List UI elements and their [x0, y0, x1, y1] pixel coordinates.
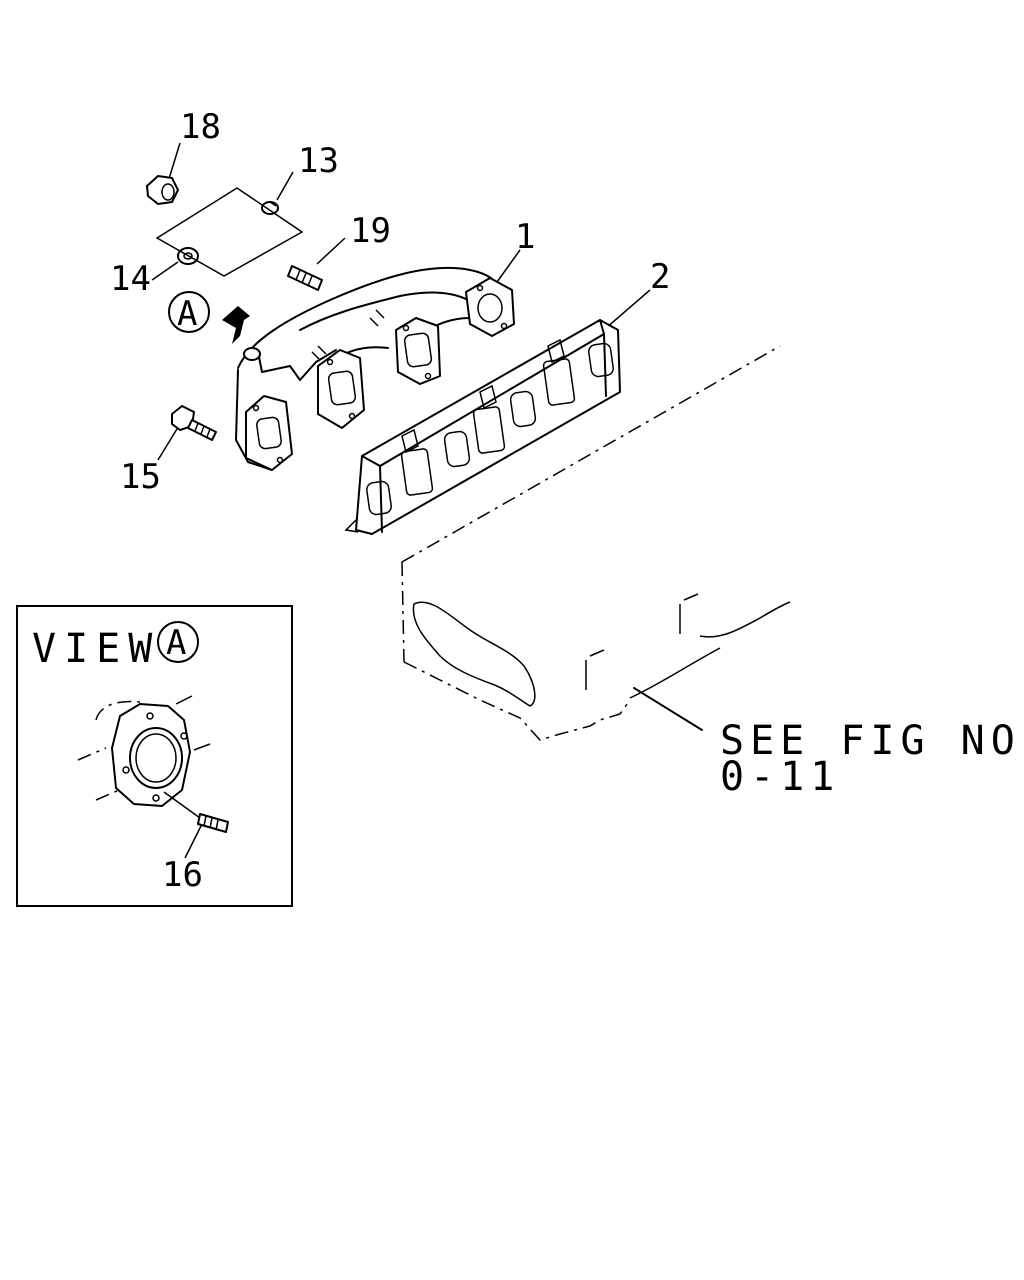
stud-icon[interactable]	[287, 265, 323, 291]
reference-line-2[interactable]: 0-11	[720, 754, 840, 800]
hardware-group	[146, 175, 323, 291]
flat-washer-icon[interactable]	[177, 247, 199, 265]
view-a-inset: VIEW A	[16, 605, 293, 907]
callout-14[interactable]: 14	[110, 259, 151, 299]
view-box-letter: A	[166, 623, 186, 663]
nut-icon[interactable]	[146, 175, 179, 205]
callout-1[interactable]: 1	[515, 217, 535, 257]
callout-13[interactable]: 13	[298, 141, 339, 181]
stud-16-icon[interactable]	[197, 813, 229, 833]
reference-line-1[interactable]: SEE FIG NO.	[720, 718, 1024, 764]
leader-lines	[151, 142, 703, 859]
cylinder-head-outline	[401, 345, 791, 741]
view-direction-arrow-icon	[222, 306, 250, 344]
callout-18[interactable]: 18	[180, 107, 221, 147]
view-a-letter: A	[177, 294, 197, 334]
lock-washer-icon[interactable]	[261, 201, 279, 215]
callout-19[interactable]: 19	[350, 211, 391, 251]
bolt-icon[interactable]	[171, 405, 217, 441]
manifold-gasket[interactable]	[344, 319, 621, 535]
view-a-marker[interactable]: A	[168, 291, 210, 334]
callout-2[interactable]: 2	[650, 257, 670, 297]
callout-15[interactable]: 15	[120, 457, 161, 497]
exhaust-manifold[interactable]	[235, 266, 515, 471]
callout-16[interactable]: 16	[162, 855, 203, 895]
view-title: VIEW	[32, 626, 160, 672]
